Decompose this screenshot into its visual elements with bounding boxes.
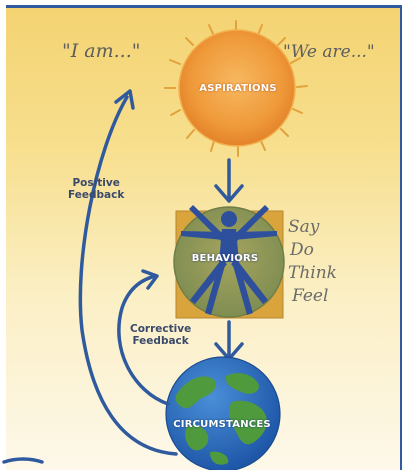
aspirations-label: ASPIRATIONS: [199, 83, 277, 94]
corrective-feedback-arrow: [117, 269, 170, 406]
positive-feedback-label: Positive Feedback: [68, 177, 124, 201]
quote-we-are: "We are...": [283, 42, 375, 62]
bottom-left-arrow-fragment: [2, 457, 44, 464]
globe-icon: [165, 356, 281, 470]
sun-icon: [164, 20, 308, 157]
behavior-verb: Feel: [292, 286, 329, 306]
behaviors-label: BEHAVIORS: [191, 253, 259, 264]
positive-feedback-line1: Positive: [72, 177, 120, 189]
behavior-verb: Think: [288, 263, 337, 283]
corrective-feedback-line1: Corrective: [130, 323, 192, 335]
corrective-feedback-line2: Feedback: [132, 335, 189, 347]
corrective-feedback-label: Corrective Feedback: [130, 323, 191, 347]
behavior-verb: Say: [288, 217, 320, 237]
behavior-verbs-list: Say Do Think Feel: [288, 216, 337, 308]
vitruvian-figure-icon: [173, 205, 285, 319]
circumstances-label: CIRCUMSTANCES: [173, 419, 271, 430]
arrow-aspirations-to-behaviors: [214, 158, 244, 203]
quote-i-am: "I am...": [62, 40, 141, 62]
behavior-verb: Do: [290, 240, 314, 260]
positive-feedback-arrow: [78, 89, 178, 456]
arrow-behaviors-to-circumstances: [214, 320, 244, 361]
positive-feedback-line2: Feedback: [68, 189, 125, 201]
